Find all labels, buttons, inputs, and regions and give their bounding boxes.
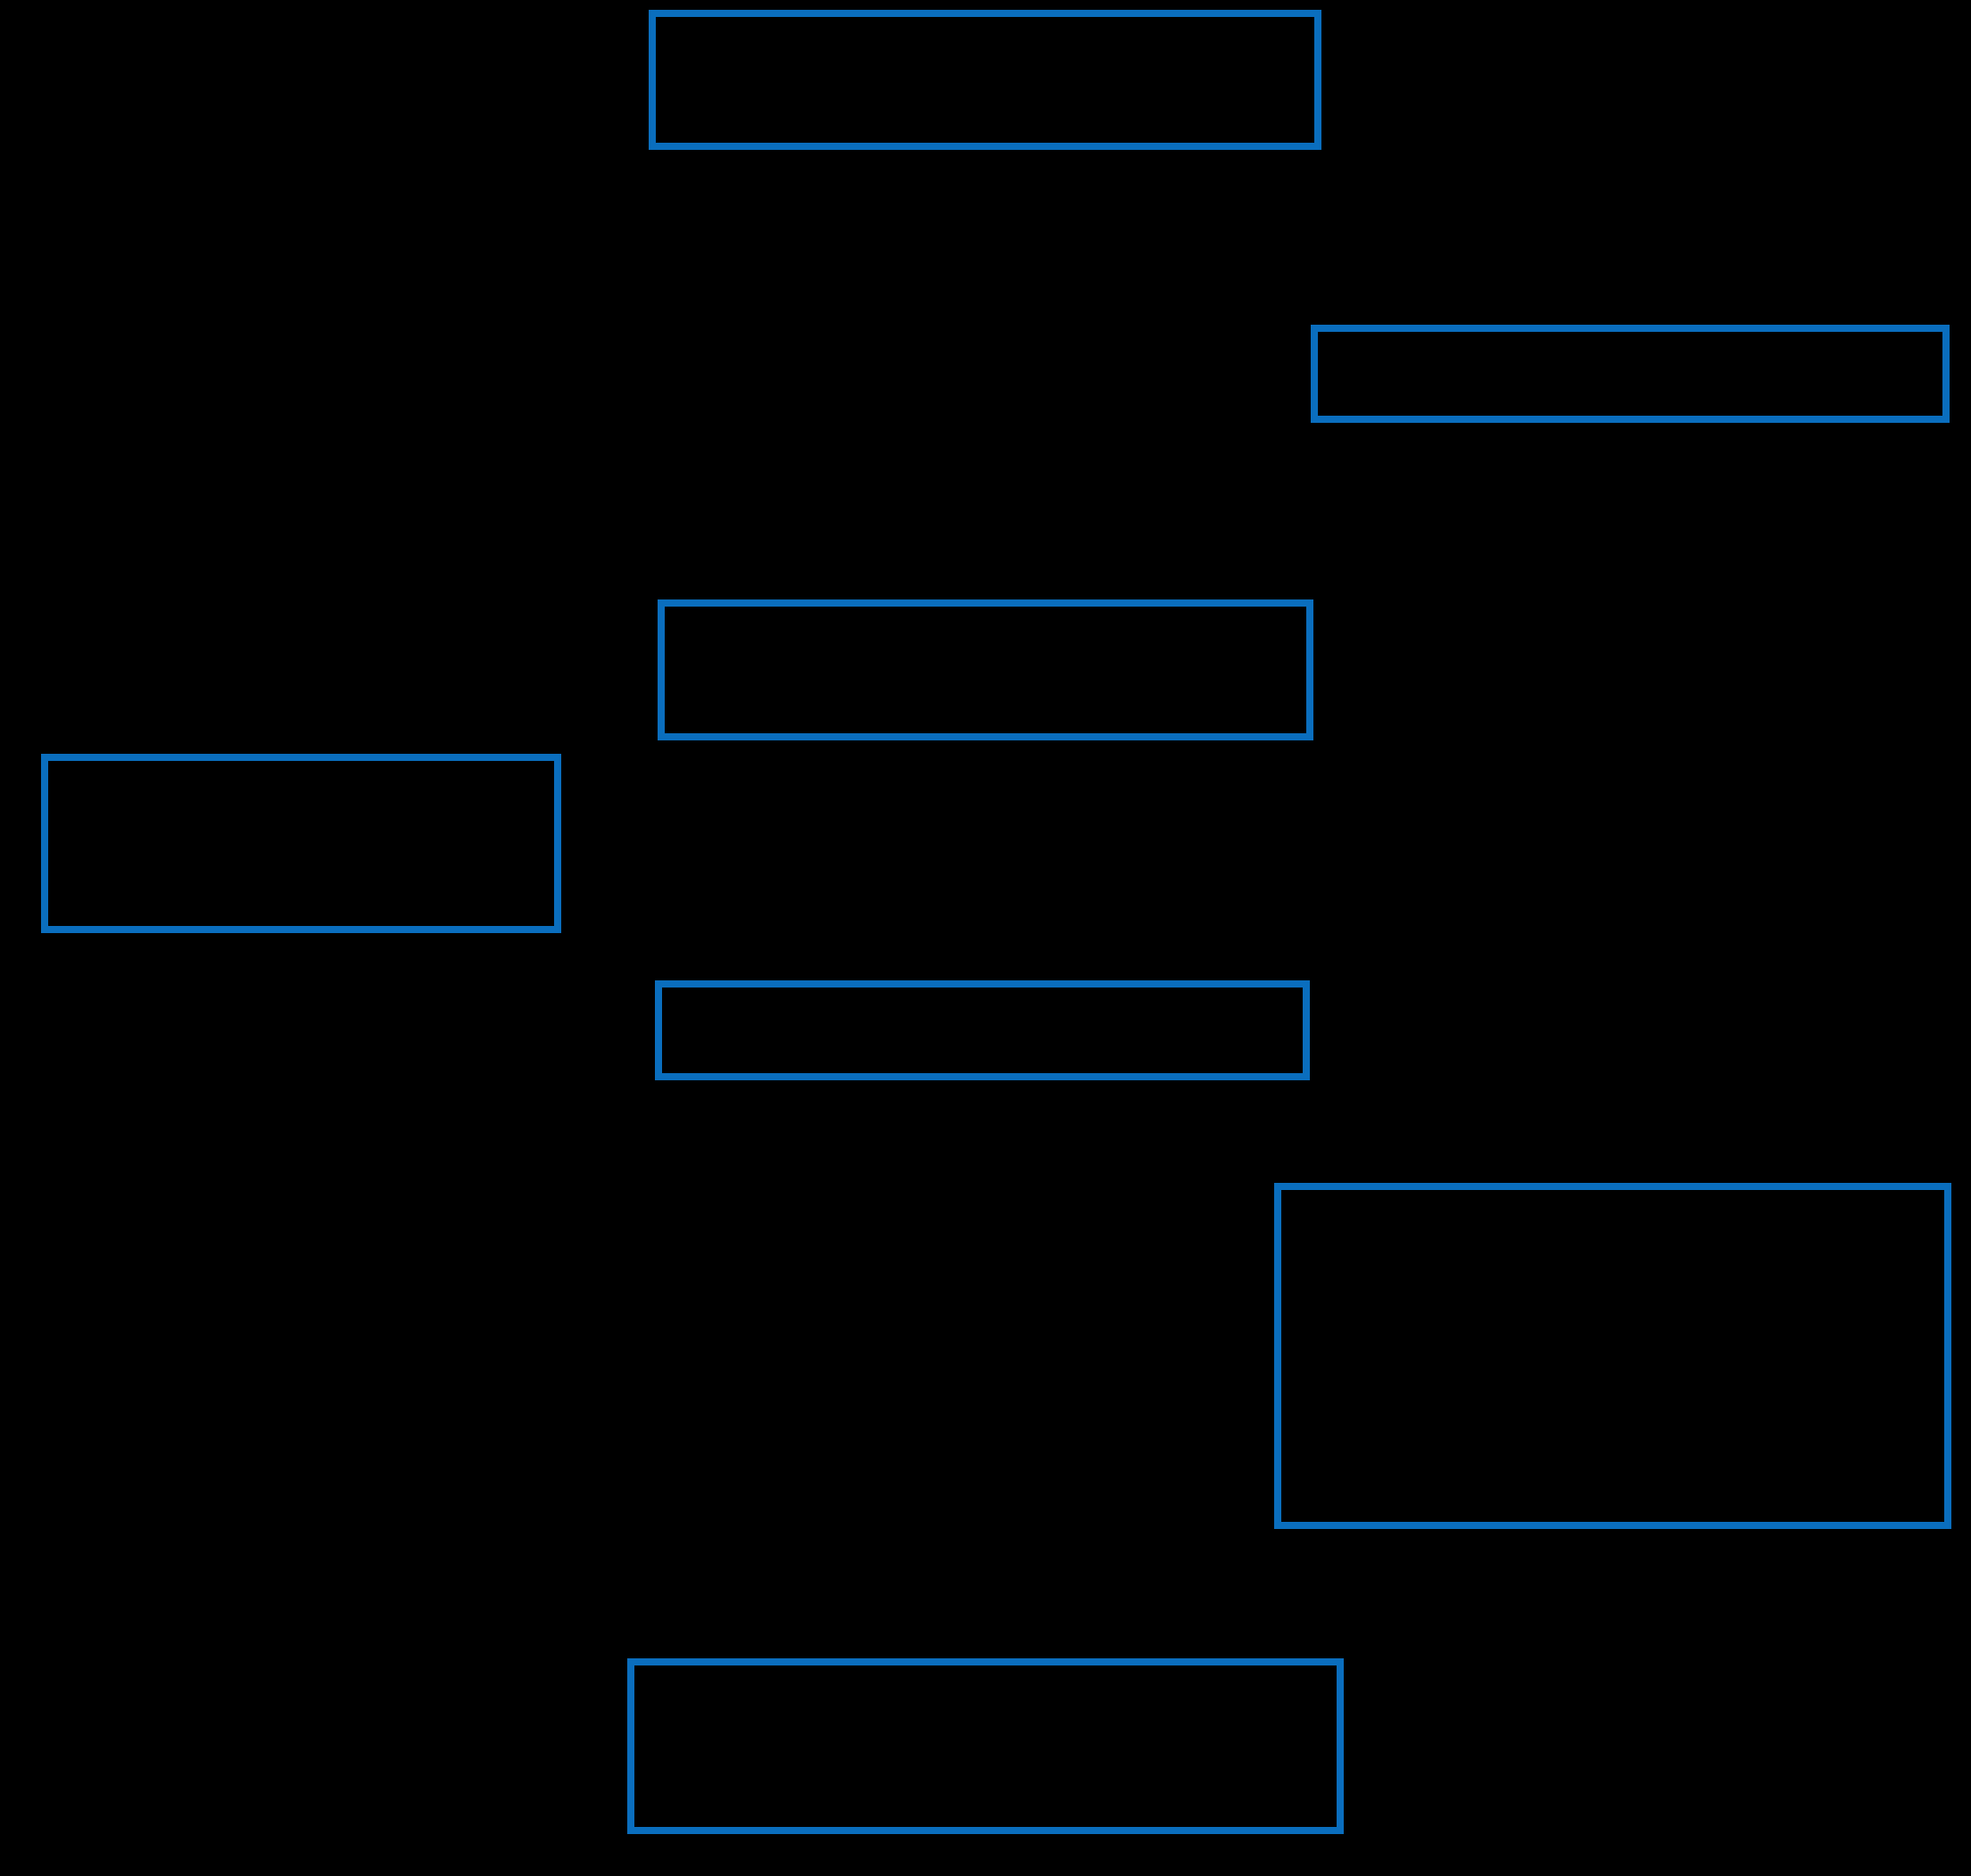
bounding-box-upper-right	[1311, 325, 1950, 423]
bounding-box-middle-upper	[658, 599, 1313, 740]
bounding-box-middle-lower	[655, 980, 1310, 1080]
bounding-box-top-center	[649, 10, 1321, 150]
bounding-box-lower-right	[1274, 1183, 1951, 1529]
bounding-box-left	[41, 754, 561, 933]
bounding-box-bottom-center	[627, 1658, 1344, 1834]
